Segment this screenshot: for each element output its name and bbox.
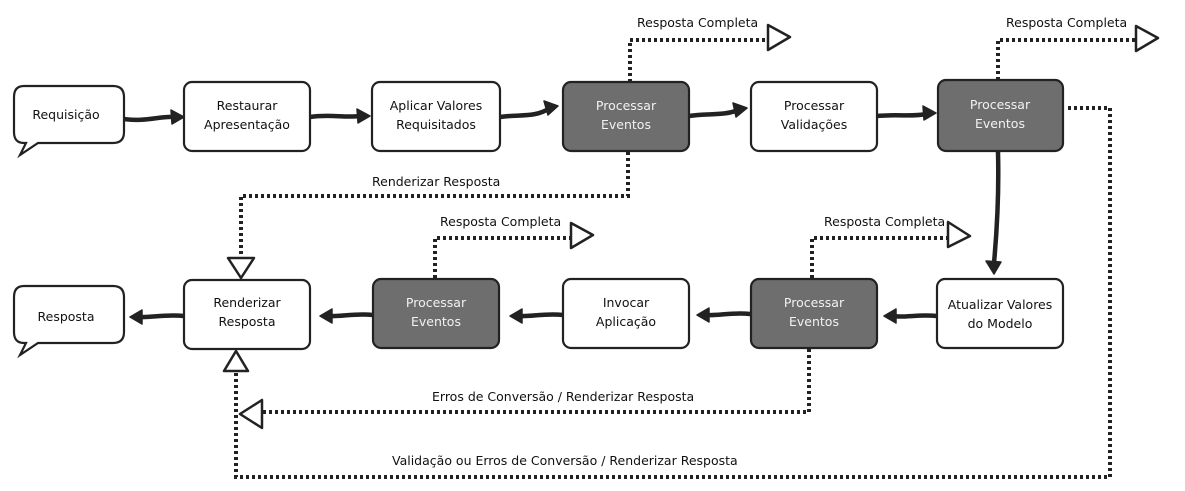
box-resposta-label: Resposta [38, 309, 95, 324]
arrow-invocar-to-eventos4 [509, 308, 566, 324]
solid-flow-arrows [121, 100, 1002, 325]
box-processar-eventos-3: Processar Eventos [749, 277, 879, 350]
box-eventos1-line2: Eventos [601, 117, 651, 132]
box-validacoes-line1: Processar [784, 98, 845, 113]
arrow-aplicar-to-eventos1 [497, 100, 559, 120]
box-validacoes-line2: Validações [781, 117, 848, 132]
box-renderizar-line2: Resposta [219, 314, 276, 329]
arrow-eventos1-to-validacoes [686, 102, 748, 119]
box-eventos4-line1: Processar [406, 295, 467, 310]
box-atualizar-valores: Atualizar Valores do Modelo [935, 277, 1065, 350]
box-eventos3-line1: Processar [784, 295, 845, 310]
arrow-validacoes-to-eventos2 [874, 105, 937, 121]
box-requisicao: Requisição [12, 84, 126, 159]
box-restaurar-line1: Restaurar [217, 98, 279, 113]
label-resposta-completa-3: Resposta Completa [440, 214, 561, 229]
box-atualizar-line1: Atualizar Valores [948, 297, 1053, 312]
label-resposta-completa-2: Resposta Completa [1006, 15, 1127, 30]
label-erros-conversao: Erros de Conversão / Renderizar Resposta [432, 389, 694, 404]
box-aplicar-line2: Requisitados [396, 117, 476, 132]
box-resposta: Resposta [12, 284, 126, 359]
arrow-eventos4-to-renderizar [319, 308, 376, 324]
box-restaurar-apresentacao: Restaurar Apresentação [182, 80, 312, 153]
label-resposta-completa-4: Resposta Completa [824, 214, 945, 229]
box-processar-eventos-1: Processar Eventos [561, 80, 691, 153]
dotted-arrow-erros-conversao [238, 349, 811, 430]
box-atualizar-line2: do Modelo [968, 316, 1033, 331]
arrow-restaurar-to-aplicar [307, 108, 371, 124]
box-eventos2-line2: Eventos [975, 116, 1025, 131]
box-eventos2-line1: Processar [970, 97, 1031, 112]
box-eventos1-line1: Processar [596, 98, 657, 113]
box-requisicao-label: Requisição [32, 107, 99, 122]
label-renderizar-resposta: Renderizar Resposta [372, 174, 500, 189]
arrow-atualizar-to-eventos3 [883, 308, 940, 324]
arrow-requisicao-to-restaurar [121, 109, 185, 125]
box-renderizar-resposta: Renderizar Resposta [182, 278, 312, 351]
arrow-eventos3-to-invocar [696, 307, 753, 323]
dotted-arrow-resposta-completa-1 [628, 23, 792, 82]
speech-bubble-icon [12, 84, 126, 159]
box-invocar-aplicacao: Invocar Aplicação [561, 277, 691, 350]
label-resposta-completa-1: Resposta Completa [637, 15, 758, 30]
box-restaurar-line2: Apresentação [204, 117, 290, 132]
arrow-eventos2-to-atualizar [985, 149, 1002, 275]
dotted-arrow-resposta-completa-4 [810, 220, 972, 278]
box-eventos3-line2: Eventos [789, 314, 839, 329]
dotted-arrow-resposta-completa-3 [433, 221, 595, 278]
dotted-arrow-renderizar-resposta [226, 152, 630, 280]
box-invocar-line1: Invocar [603, 295, 650, 310]
box-processar-eventos-2: Processar Eventos [936, 78, 1065, 153]
box-processar-eventos-4: Processar Eventos [371, 277, 501, 350]
box-invocar-line2: Aplicação [596, 314, 656, 329]
label-validacao-erros: Validação ou Erros de Conversão / Render… [392, 453, 738, 468]
arrow-renderizar-to-resposta [129, 309, 187, 325]
dotted-arrow-validacao-erros [222, 106, 1112, 479]
dotted-arrow-resposta-completa-2 [996, 24, 1160, 80]
box-renderizar-line1: Renderizar [213, 295, 281, 310]
box-processar-validacoes: Processar Validações [749, 80, 879, 153]
box-eventos4-line2: Eventos [411, 314, 461, 329]
box-aplicar-valores: Aplicar Valores Requisitados [370, 80, 502, 153]
speech-bubble-icon [12, 284, 126, 359]
box-aplicar-line1: Aplicar Valores [390, 98, 483, 113]
